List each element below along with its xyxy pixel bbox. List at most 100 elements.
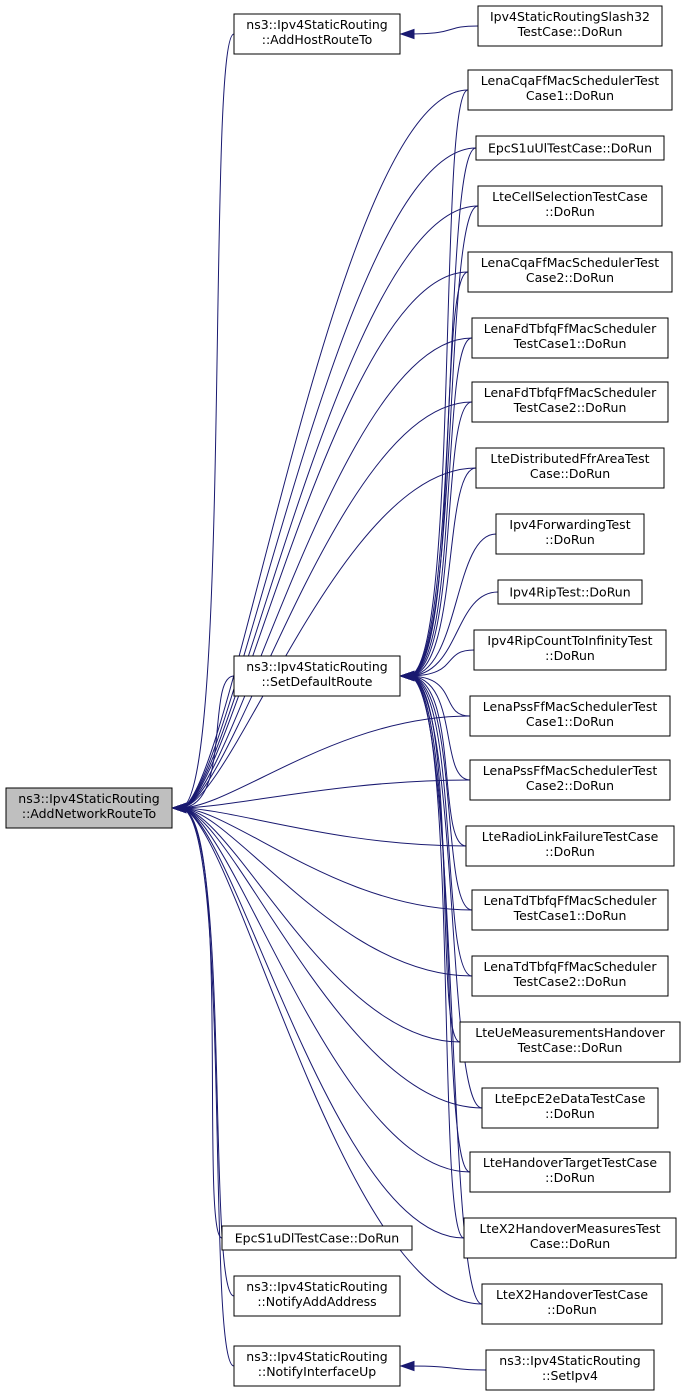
- node-label-line: Case1::DoRun: [526, 88, 614, 103]
- arrowhead: [171, 802, 187, 814]
- node-box: [469, 759, 671, 801]
- graph-node-cellsel[interactable]: LteCellSelectionTestCase::DoRun: [477, 185, 663, 227]
- node-label-line: Ipv4RipCountToInfinityTest: [487, 633, 652, 648]
- graph-node-setipv4[interactable]: ns3::Ipv4StaticRouting::SetIpv4: [485, 1349, 655, 1391]
- node-label-line: LenaPssFfMacSchedulerTest: [483, 763, 658, 778]
- node-label-line: ::NotifyInterfaceUp: [258, 1364, 376, 1379]
- graph-node-hotarget[interactable]: LteHandoverTargetTestCase::DoRun: [469, 1151, 671, 1193]
- graph-node-setdef[interactable]: ns3::Ipv4StaticRouting::SetDefaultRoute: [233, 655, 401, 697]
- node-label-line: ::DoRun: [545, 1170, 595, 1185]
- node-label-line: LenaFdTbfqFfMacScheduler: [484, 321, 657, 336]
- node-label-line: LenaCqaFfMacSchedulerTest: [481, 255, 660, 270]
- node-label-line: LteCellSelectionTestCase: [492, 189, 648, 204]
- node-label-line: ::DoRun: [545, 1106, 595, 1121]
- node-box: [473, 629, 667, 671]
- graph-node-x2ho[interactable]: LteX2HandoverTestCase::DoRun: [481, 1283, 663, 1325]
- node-label-line: ::NotifyAddAddress: [257, 1294, 376, 1309]
- call-edge: [399, 271, 469, 682]
- call-edge: [171, 467, 477, 814]
- node-label-line: Case1::DoRun: [526, 714, 614, 729]
- graph-node-e2e[interactable]: LteEpcE2eDataTestCase::DoRun: [481, 1087, 659, 1129]
- node-label-line: EpcS1uUlTestCase::DoRun: [488, 141, 652, 156]
- node-label-line: TestCase::DoRun: [517, 24, 623, 39]
- call-edge: [171, 33, 235, 814]
- node-label-line: Ipv4StaticRoutingSlash32: [490, 9, 650, 24]
- node-label-line: LenaTdTbfqFfMacScheduler: [484, 893, 658, 908]
- node-label-line: LenaTdTbfqFfMacScheduler: [484, 959, 658, 974]
- node-label-line: LteRadioLinkFailureTestCase: [482, 829, 659, 844]
- node-box: [471, 955, 669, 997]
- node-label-line: Ipv4RipTest::DoRun: [509, 585, 630, 600]
- node-box: [485, 1349, 655, 1391]
- node-box: [233, 1345, 401, 1387]
- node-label-line: ns3::Ipv4StaticRouting: [246, 1349, 387, 1364]
- node-label-line: ns3::Ipv4StaticRouting: [246, 1279, 387, 1294]
- node-box: [471, 889, 669, 931]
- node-label-line: ns3::Ipv4StaticRouting: [246, 659, 387, 674]
- node-box: [469, 1151, 671, 1193]
- graph-node-addhost[interactable]: ns3::Ipv4StaticRouting::AddHostRouteTo: [233, 13, 401, 55]
- graph-node-notifyaddr[interactable]: ns3::Ipv4StaticRouting::NotifyAddAddress: [233, 1275, 401, 1317]
- node-box: [481, 1087, 659, 1129]
- call-edge: [399, 1360, 487, 1372]
- node-box: [5, 787, 173, 829]
- call-edge: [399, 401, 473, 682]
- call-edges: [171, 25, 499, 1372]
- arrowhead: [399, 670, 415, 682]
- node-label-line: Ipv4ForwardingTest: [509, 517, 630, 532]
- node-box: [497, 579, 643, 605]
- node-box: [233, 655, 401, 697]
- call-edge: [171, 337, 473, 814]
- call-edge: [171, 802, 473, 911]
- node-label-line: LenaCqaFfMacSchedulerTest: [481, 73, 660, 88]
- node-label-line: TestCase2::DoRun: [513, 400, 627, 415]
- node-box: [221, 1225, 413, 1251]
- node-label-line: TestCase1::DoRun: [513, 908, 627, 923]
- node-box: [467, 69, 673, 111]
- graph-node-addnet[interactable]: ns3::Ipv4StaticRouting::AddNetworkRouteT…: [5, 787, 173, 829]
- node-box: [495, 513, 645, 555]
- node-label-line: LteX2HandoverMeasuresTest: [479, 1221, 660, 1236]
- node-box: [477, 185, 663, 227]
- node-label-line: EpcS1uDlTestCase::DoRun: [235, 1231, 399, 1246]
- call-edge: [171, 89, 469, 814]
- node-label-line: ::DoRun: [547, 1302, 597, 1317]
- node-label-line: Case2::DoRun: [526, 270, 614, 285]
- function-nodes: ns3::Ipv4StaticRouting::AddNetworkRouteT…: [5, 5, 681, 1391]
- graph-node-fwd[interactable]: Ipv4ForwardingTest::DoRun: [495, 513, 645, 555]
- call-edge: [399, 670, 461, 1043]
- graph-node-rip[interactable]: Ipv4RipTest::DoRun: [497, 579, 643, 605]
- graph-node-ripcount[interactable]: Ipv4RipCountToInfinityTest::DoRun: [473, 629, 667, 671]
- node-label-line: LteHandoverTargetTestCase: [483, 1155, 658, 1170]
- node-label-line: ns3::Ipv4StaticRouting: [499, 1353, 640, 1368]
- graph-node-notifyup[interactable]: ns3::Ipv4StaticRouting::NotifyInterfaceU…: [233, 1345, 401, 1387]
- graph-node-epcul[interactable]: EpcS1uUlTestCase::DoRun: [475, 135, 665, 161]
- graph-node-epcdl[interactable]: EpcS1uDlTestCase::DoRun: [221, 1225, 413, 1251]
- node-label-line: ns3::Ipv4StaticRouting: [18, 791, 159, 806]
- node-label-line: Case::DoRun: [530, 1236, 610, 1251]
- arrowhead: [399, 1360, 415, 1372]
- call-edge: [171, 802, 235, 1297]
- graph-node-rlf[interactable]: LteRadioLinkFailureTestCase::DoRun: [465, 825, 675, 867]
- node-box: [477, 5, 663, 47]
- node-box: [465, 825, 675, 867]
- node-label-line: Case::DoRun: [530, 466, 610, 481]
- node-box: [471, 381, 669, 423]
- call-edge: [399, 670, 483, 1305]
- node-label-line: ns3::Ipv4StaticRouting: [246, 17, 387, 32]
- node-label-line: ::AddNetworkRouteTo: [22, 806, 156, 821]
- node-label-line: ::DoRun: [545, 204, 595, 219]
